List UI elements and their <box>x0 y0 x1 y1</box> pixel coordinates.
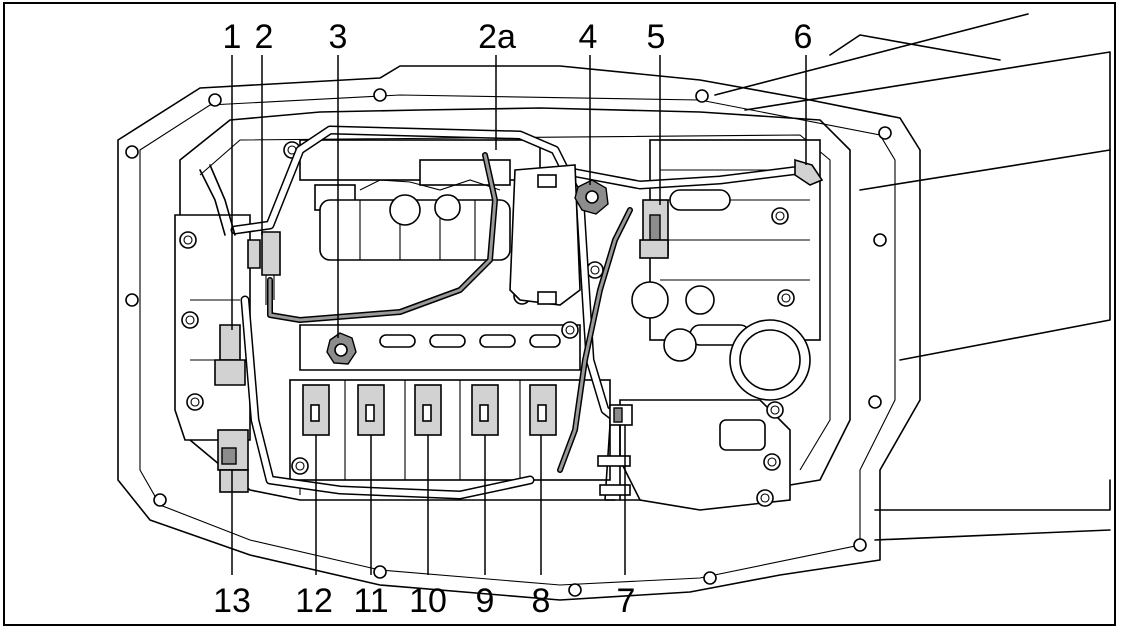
sensor-6 <box>794 158 824 186</box>
connector-13 <box>217 429 249 493</box>
oil-pan-flange <box>117 65 921 601</box>
callout-9: 9 <box>476 582 495 620</box>
solenoid-12 <box>302 384 330 436</box>
bolts <box>179 141 795 507</box>
leader-lines <box>231 55 807 575</box>
solenoids <box>302 384 557 436</box>
callout-13: 13 <box>213 582 251 620</box>
callout-6: 6 <box>794 18 813 56</box>
wiring-harness <box>199 125 815 500</box>
connector-5 <box>639 199 669 259</box>
solenoid-8 <box>529 384 557 436</box>
valve-body <box>174 107 851 511</box>
solenoid-9 <box>471 384 499 436</box>
callouts: 1 2 3 2a 4 5 6 7 8 9 10 11 12 13 <box>213 18 812 620</box>
nut-3 <box>326 332 357 365</box>
figure-frame <box>3 2 1116 626</box>
solenoid-11 <box>357 384 385 436</box>
cover-plate <box>509 164 581 306</box>
callout-3: 3 <box>329 18 348 56</box>
nut-4 <box>574 179 609 215</box>
callout-2a: 2a <box>478 18 516 56</box>
callout-1: 1 <box>223 18 242 56</box>
sensor-1 <box>214 324 246 386</box>
callout-2: 2 <box>255 18 274 56</box>
solenoid-10 <box>414 384 442 436</box>
transmission-housing <box>714 13 1111 541</box>
callout-5: 5 <box>647 18 666 56</box>
connector-2 <box>247 231 281 305</box>
clip-7 <box>597 404 633 501</box>
callout-12: 12 <box>295 582 333 620</box>
callout-4: 4 <box>579 18 598 56</box>
callout-11: 11 <box>353 582 388 620</box>
callout-8: 8 <box>532 582 551 620</box>
callout-10: 10 <box>409 582 447 620</box>
callout-7: 7 <box>617 582 636 620</box>
